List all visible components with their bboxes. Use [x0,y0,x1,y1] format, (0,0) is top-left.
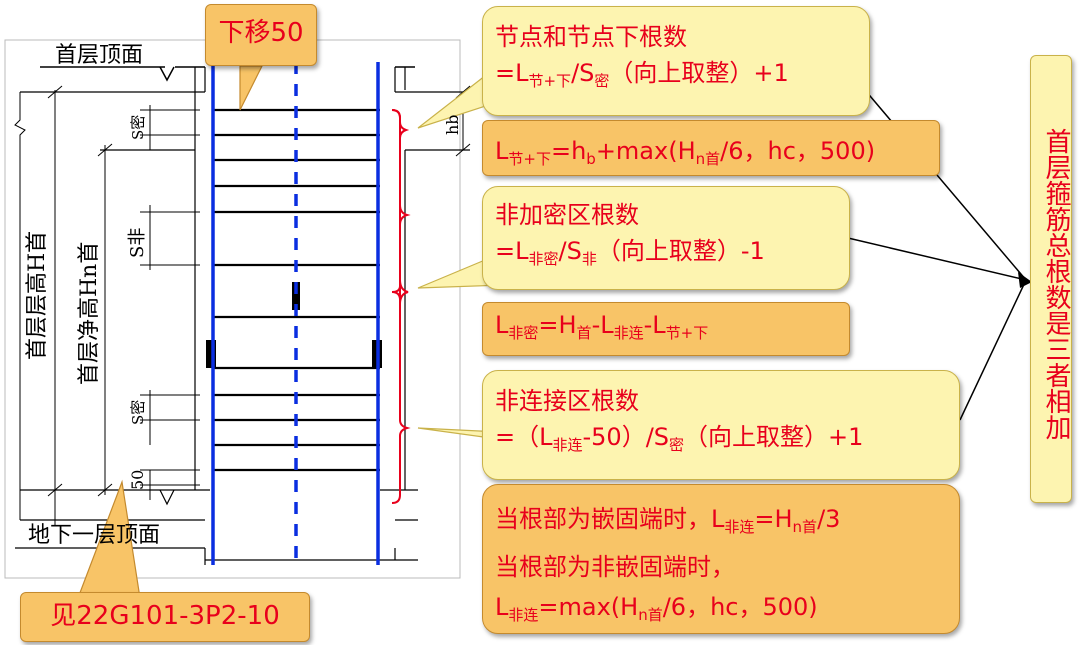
nondense-length-formula: L非密=H首-L非连-L节+下 [495,311,709,342]
move-down-text: 下移50 [218,18,304,48]
s-nondense-label: S非 [127,228,148,258]
summary-text: 首层箍筋总根数是三者相加 [1041,128,1071,440]
reference-text: 见22G101-3P2-10 [50,601,280,631]
root-case-note: 当根部为嵌固端时，L非连=Hn首/3 当根部为非嵌固端时， L非连=max(Hn… [482,484,960,634]
nondense-count-formula: =L非密/S非（向上取整）-1 [495,237,765,268]
move-down-note: 下移50 [205,4,317,66]
longitudinal-rebars [211,62,380,565]
joint-length-note: L节+下=hb+max(Hn首/6，hc，500) [482,120,940,176]
offset-50-label: 50 [128,470,147,490]
floor-height-label: 首层层高H首 [25,231,50,360]
arrow-head [1018,272,1032,288]
joint-length-formula: L节+下=hb+max(Hn首/6，hc，500) [495,137,876,168]
root-case-line-3: L非连=max(Hn首/6，hc，500) [495,593,818,624]
root-case-line-2: 当根部为非嵌固端时， [495,553,735,581]
noncontinuous-count-callout: 非连接区根数 =（L非连-50）/S密（向上取整）+1 [482,370,960,480]
top-floor-label: 首层顶面 [55,43,143,68]
nondense-count-callout: 非加密区根数 =L非密/S非（向上取整）-1 [482,186,850,290]
zone-braces [391,109,411,504]
root-case-line-1: 当根部为嵌固端时，L非连=Hn首/3 [495,505,841,536]
s-dense-bottom-label: S密 [129,400,147,425]
nondense-count-title: 非加密区根数 [495,201,639,229]
bottom-slab [15,489,418,565]
nondense-length-note: L非密=H首-L非连-L节+下 [482,302,850,356]
noncontinuous-count-formula: =（L非连-50）/S密（向上取整）+1 [495,423,864,454]
joint-count-callout: 节点和节点下根数 =L节+下/S密（向上取整）+1 [482,6,870,116]
joint-count-title: 节点和节点下根数 [495,23,687,51]
drawing-frame [4,39,461,579]
summary-box: 首层箍筋总根数是三者相加 [1030,55,1072,503]
reference-note: 见22G101-3P2-10 [20,592,310,642]
bottom-floor-label: 地下一层顶面 [28,523,160,548]
noncontinuous-count-title: 非连接区根数 [495,387,639,415]
stirrups [213,108,380,472]
dimension-lines [14,85,471,525]
clear-height-label: 首层净高Hn首 [77,242,102,385]
s-dense-top-label: S密 [129,115,147,140]
hb-label: hb [443,114,462,135]
joint-count-formula: =L节+下/S密（向上取整）+1 [495,59,789,90]
